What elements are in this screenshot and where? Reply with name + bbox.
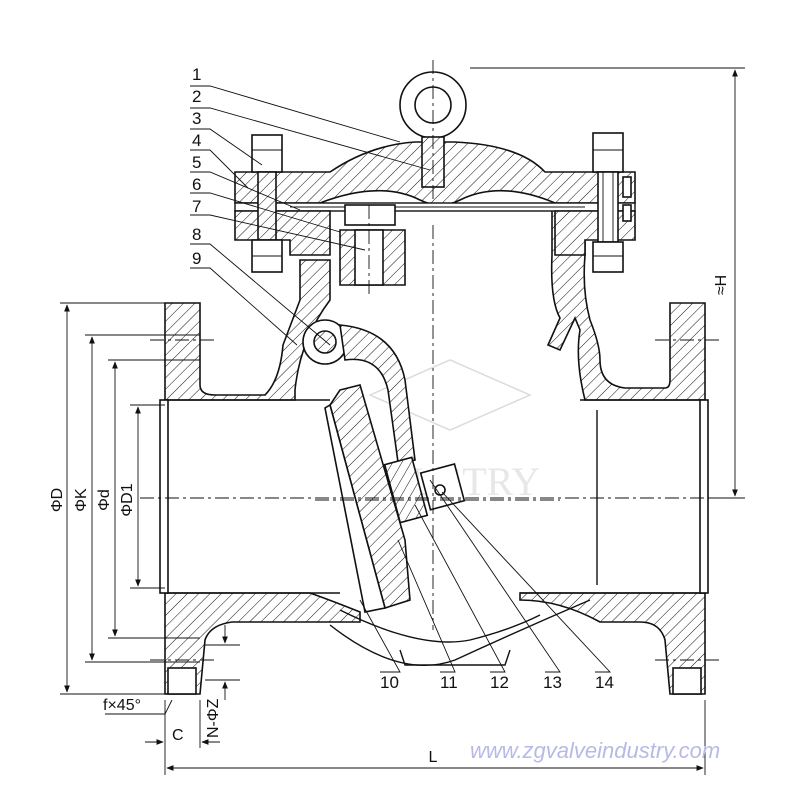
- dimension-labels: ΦD ΦK Φd ΦD1 ≈H L f×45° C N-ΦZ: [49, 275, 730, 766]
- leader-lines: [190, 85, 612, 673]
- stud-bolt-right: [592, 132, 632, 273]
- dim-phiD: ΦD: [49, 488, 66, 512]
- part-label-10: 10: [380, 673, 399, 692]
- dim-H: ≈H: [713, 275, 730, 295]
- part-label-2: 2: [192, 87, 201, 106]
- part-label-7: 7: [192, 197, 201, 216]
- dim-L: L: [429, 749, 438, 766]
- eye-bolt: [399, 60, 467, 200]
- part-label-9: 9: [192, 249, 201, 268]
- part-label-3: 3: [192, 109, 201, 128]
- dim-phiD1: ΦD1: [119, 483, 136, 516]
- part-label-12: 12: [490, 673, 509, 692]
- part-label-8: 8: [192, 225, 201, 244]
- dim-C: C: [172, 727, 184, 744]
- dim-phid: Φd: [96, 489, 113, 511]
- part-labels: 1 2 3 4 5 6 7 8 9 10 11 12 13 14: [192, 65, 614, 692]
- hinge-support: [339, 204, 406, 295]
- valve-body: [159, 141, 709, 695]
- part-label-6: 6: [192, 175, 201, 194]
- dimension-lines: [60, 67, 745, 775]
- dim-bolt-holes: N-ΦZ: [205, 698, 222, 738]
- dim-phiK: ΦK: [73, 488, 90, 512]
- website-watermark: www.zgvalveindustry.com: [470, 738, 720, 763]
- dim-chamfer: f×45°: [103, 697, 141, 714]
- part-label-13: 13: [543, 673, 562, 692]
- part-label-4: 4: [192, 131, 201, 150]
- part-label-1: 1: [192, 65, 201, 84]
- stud-bolt-left: [251, 134, 283, 273]
- part-label-5: 5: [192, 153, 201, 172]
- part-label-11: 11: [440, 673, 458, 692]
- part-label-14: 14: [595, 673, 614, 692]
